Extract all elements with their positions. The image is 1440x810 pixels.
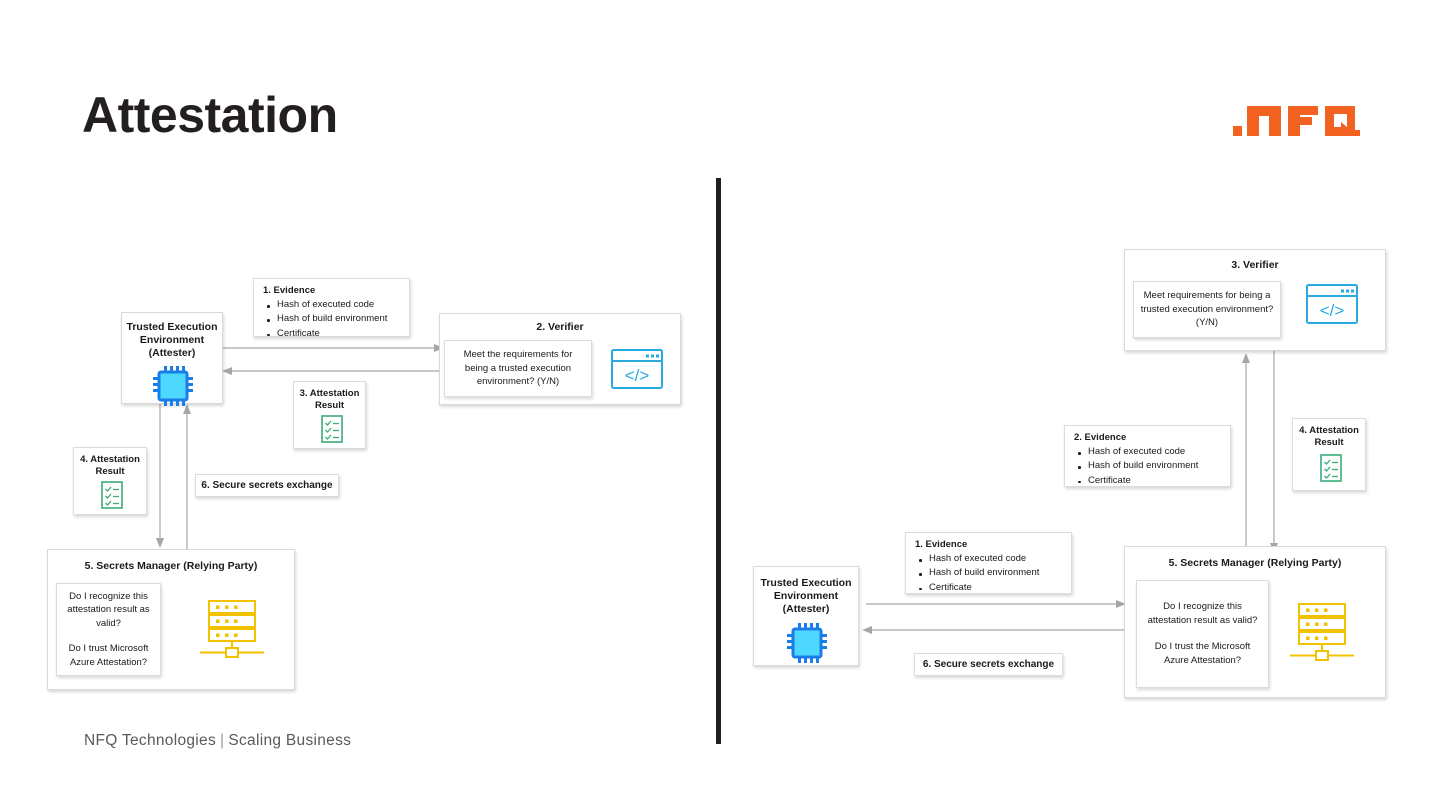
arrow-tee-to-secrets-manager: [152, 404, 170, 550]
list-item: Hash of executed code: [1078, 445, 1222, 459]
right-arrow-sm-to-tee: [860, 622, 1128, 640]
left-verifier-title: 2. Verifier: [536, 321, 584, 333]
left-evidence-title: 1. Evidence: [263, 285, 316, 296]
list-item: Certificate: [919, 581, 1063, 595]
right-attestation-result-4[interactable]: 4. Attestation Result: [1292, 418, 1366, 491]
right-verifier-title: 3. Verifier: [1231, 259, 1279, 271]
right-tee-node[interactable]: Trusted Execution Environment (Attester): [753, 566, 859, 666]
right-tee-title-line3: (Attester): [782, 603, 830, 616]
code-window-icon: </>: [610, 348, 664, 395]
right-ar4-title-line2: Result: [1314, 436, 1344, 448]
checklist-icon: [320, 414, 344, 449]
footer-separator: |: [220, 732, 225, 749]
right-sm-title: 5. Secrets Manager (Relying Party): [1168, 557, 1342, 569]
right-evidence-2-box[interactable]: 2. Evidence Hash of executed code Hash o…: [1064, 425, 1231, 487]
left-sm-question-2: Do I trust Microsoft Azure Attestation?: [68, 642, 149, 668]
right-verifier-node[interactable]: 3. Verifier Meet requirements for being …: [1124, 249, 1386, 351]
right-arrow-tee-to-sm: [866, 596, 1128, 614]
code-window-icon: </>: [1305, 283, 1359, 330]
list-item: Hash of build environment: [1078, 459, 1222, 473]
left-ar4-title-line2: Result: [95, 465, 125, 477]
server-icon: [1288, 601, 1358, 668]
list-item: Certificate: [267, 327, 401, 341]
svg-text:</>: </>: [1320, 301, 1345, 320]
left-ar3-title-line2: Result: [314, 399, 345, 411]
right-tee-title-line1: Trusted Execution: [760, 577, 852, 589]
page-title: Attestation: [82, 87, 338, 143]
left-attestation-result-4[interactable]: 4. Attestation Result: [73, 447, 147, 515]
left-evidence-list: Hash of executed code Hash of build envi…: [263, 298, 401, 341]
right-evidence-1-list: Hash of executed code Hash of build envi…: [915, 552, 1063, 595]
chip-icon: [785, 622, 829, 669]
right-secure-exchange-label[interactable]: 6. Secure secrets exchange: [914, 653, 1063, 676]
left-verifier-question: Meet the requirements for being a truste…: [444, 340, 592, 397]
nfq-logo: [1233, 96, 1361, 142]
left-secure-exchange-label[interactable]: 6. Secure secrets exchange: [195, 474, 339, 497]
right-secrets-manager-node[interactable]: 5. Secrets Manager (Relying Party) Do I …: [1124, 546, 1386, 698]
left-attestation-result-3[interactable]: 3. Attestation Result: [293, 381, 366, 449]
right-evidence-1-title: 1. Evidence: [915, 539, 968, 550]
right-verifier-question: Meet requirements for being a trusted ex…: [1133, 281, 1281, 338]
arrow-verifier-to-tee: [220, 363, 444, 381]
left-verifier-node[interactable]: 2. Verifier Meet the requirements for be…: [439, 313, 681, 405]
left-tee-title-line3: (Attester): [148, 347, 196, 360]
checklist-icon: [1319, 453, 1343, 488]
right-sm-question-1: Do I recognize this attestation result a…: [1147, 601, 1258, 627]
left-tee-title-line2: Environment: [139, 334, 205, 347]
vertical-divider: [716, 178, 721, 744]
list-item: Hash of build environment: [919, 566, 1063, 580]
left-sm-title: 5. Secrets Manager (Relying Party): [84, 560, 258, 572]
footer-right: Scaling Business: [228, 732, 352, 749]
right-evidence-2-title: 2. Evidence: [1074, 432, 1127, 443]
left-sm-questions: Do I recognize this attestation result a…: [56, 583, 161, 676]
left-tee-title-line1: Trusted Execution: [126, 321, 218, 333]
checklist-icon: [100, 480, 124, 515]
server-icon: [198, 598, 268, 665]
footer-left: NFQ Technologies: [84, 732, 217, 749]
right-sm-questions: Do I recognize this attestation result a…: [1136, 580, 1269, 688]
list-item: Certificate: [1078, 474, 1222, 488]
chip-icon: [151, 365, 195, 412]
right-arrow-verifier-to-sm: [1266, 349, 1284, 555]
right-sm-question-2: Do I trust the Microsoft Azure Attestati…: [1154, 641, 1251, 666]
left-secrets-manager-node[interactable]: 5. Secrets Manager (Relying Party) Do I …: [47, 549, 295, 690]
list-item: Hash of executed code: [267, 298, 401, 312]
right-arrow-sm-to-verifier: [1238, 351, 1256, 555]
left-sm-question-1: Do I recognize this attestation result a…: [67, 590, 150, 630]
left-ar3-title-line1: 3. Attestation: [299, 388, 360, 399]
footer: NFQ Technologies|Scaling Business: [84, 732, 351, 750]
list-item: Hash of build environment: [267, 312, 401, 326]
arrow-tee-to-verifier: [222, 340, 446, 358]
right-evidence-1-box[interactable]: 1. Evidence Hash of executed code Hash o…: [905, 532, 1072, 594]
right-tee-title-line2: Environment: [773, 590, 839, 603]
left-ar4-title-line1: 4. Attestation: [80, 454, 140, 465]
svg-text:</>: </>: [625, 366, 650, 385]
arrow-secrets-manager-to-tee: [179, 402, 197, 552]
left-tee-node[interactable]: Trusted Execution Environment (Attester): [121, 312, 223, 406]
list-item: Hash of executed code: [919, 552, 1063, 566]
right-ar4-title-line1: 4. Attestation: [1299, 425, 1359, 436]
right-evidence-2-list: Hash of executed code Hash of build envi…: [1074, 445, 1222, 488]
left-evidence-box[interactable]: 1. Evidence Hash of executed code Hash o…: [253, 278, 410, 339]
